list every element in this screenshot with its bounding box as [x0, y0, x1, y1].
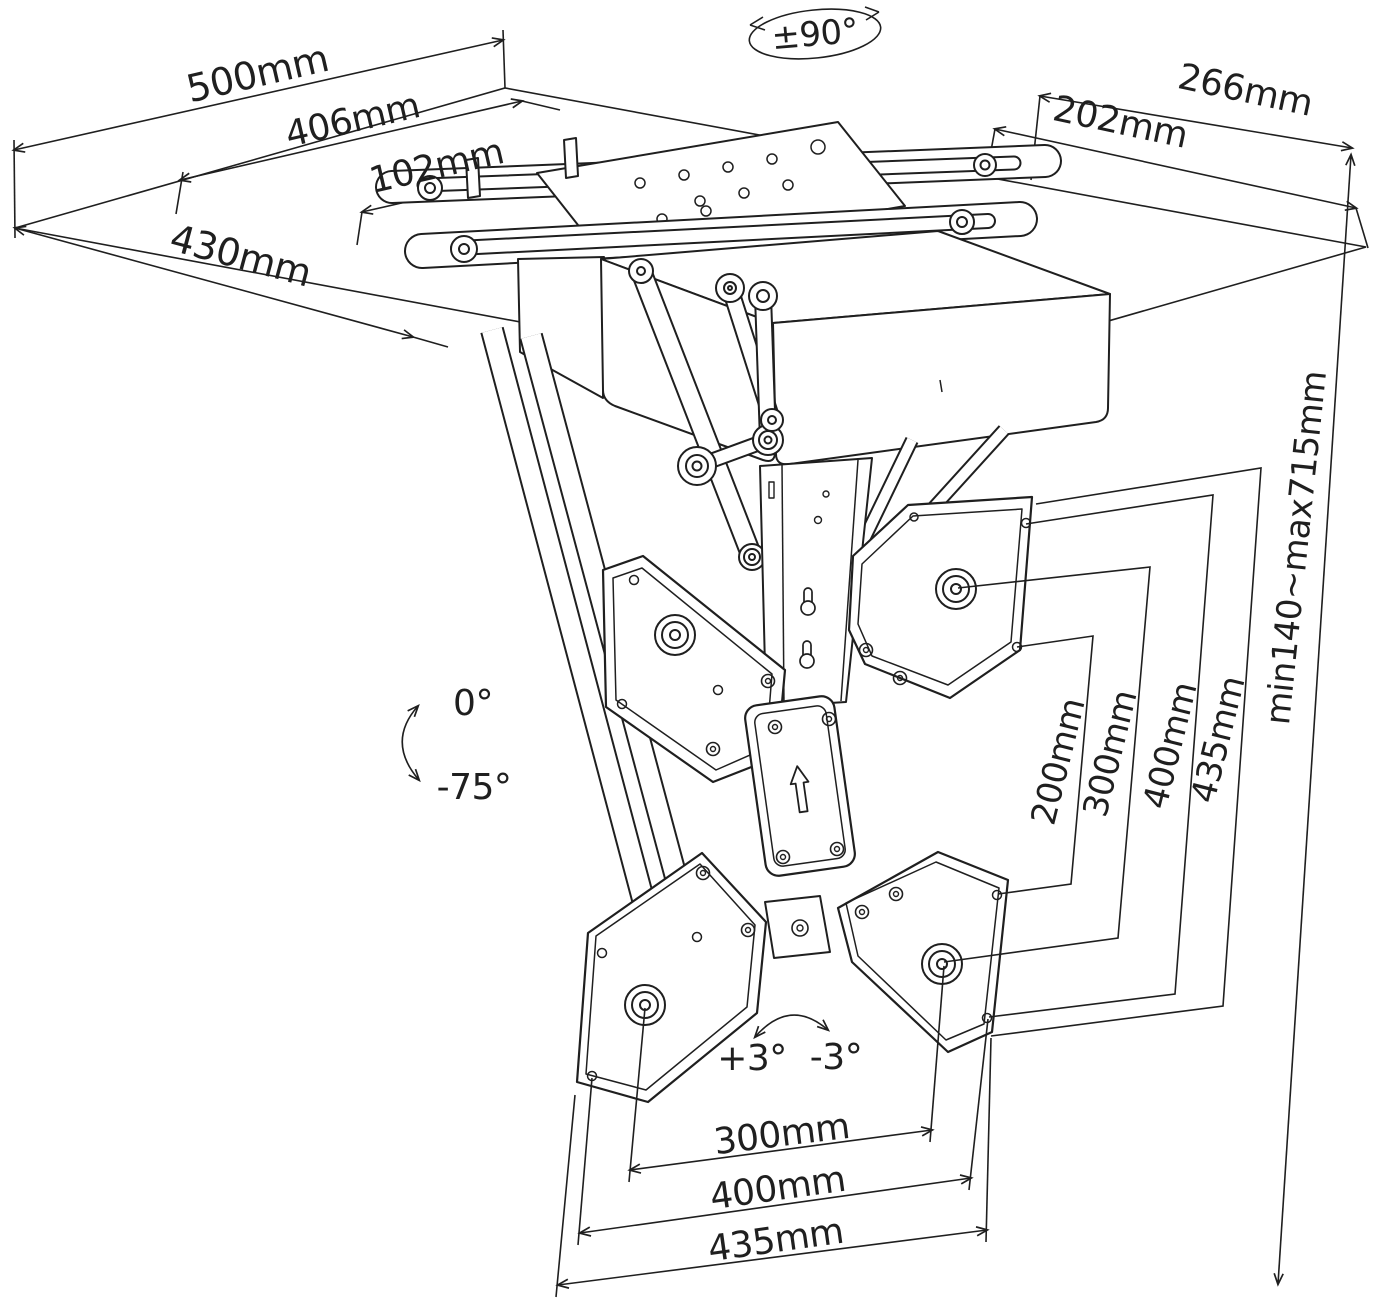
fold-angle-arc: [401, 703, 421, 783]
angle-label-fold-upper: 0°: [453, 683, 493, 724]
rail-400-vertical: [988, 494, 1214, 1018]
angle-label-tilt-back: -3°: [810, 1037, 862, 1078]
screw-icon: [973, 153, 997, 177]
witness-400-right: [968, 1018, 989, 1191]
witness-400-left: [577, 1077, 593, 1246]
dim-label-vesa-h435: 435mm: [705, 1211, 846, 1271]
motor-housing: [517, 230, 1111, 466]
plate-tab: [563, 137, 579, 179]
dim-line-406: [177, 98, 525, 183]
grommet-icon: [624, 984, 666, 1026]
tilt-bracket: [764, 895, 831, 959]
witness-102-left: [356, 211, 363, 246]
vesa-wing-sw: [575, 851, 768, 1104]
up-arrow-icon: [789, 765, 810, 814]
screw-icon: [450, 235, 478, 263]
witness-left: [13, 139, 16, 239]
witness-202-right: [1355, 207, 1369, 249]
dim-line-435-bottom: [555, 1226, 990, 1289]
swivel-ellipse: [748, 6, 882, 60]
witness-406-left: [175, 171, 184, 215]
angle-label-tilt-forward: +3°: [717, 1038, 787, 1079]
witness-430-right: [412, 336, 449, 348]
dim-label-vesa-h400: 400mm: [707, 1159, 848, 1219]
mount-assembly: [375, 121, 1111, 1104]
dim-label-height-range: min140~max715mm: [1258, 369, 1335, 726]
tilt-angle-arc: [753, 1014, 831, 1040]
witness-406-right: [521, 100, 561, 111]
vesa-wing-se: [836, 850, 1010, 1054]
dim-label-ceiling-depth: 430mm: [165, 216, 316, 296]
rail-435-vertical: [990, 467, 1262, 1037]
arrow-ccw-icon: [749, 16, 766, 31]
rail-200-vertical: [997, 635, 1094, 895]
grommet-icon: [935, 568, 977, 610]
angle-label-swivel: ±90°: [770, 11, 860, 58]
witness-300-right: [929, 965, 945, 1143]
arrow-cw-icon: [864, 6, 880, 21]
vesa-wing-ne: [847, 495, 1034, 700]
screw-icon: [949, 209, 975, 235]
grommet-icon: [654, 614, 696, 656]
dim-label-ceiling-width: 500mm: [182, 36, 332, 111]
angle-label-fold-lower: -75°: [437, 767, 512, 808]
keyhole-slot-icon: [799, 587, 816, 669]
dim-line-500: [11, 37, 506, 153]
dim-label-bar-span: 406mm: [282, 85, 424, 156]
dim-line-430: [12, 225, 416, 340]
dim-label-vesa-h300: 300mm: [712, 1106, 852, 1163]
ceiling-bar-front: [404, 201, 1038, 269]
witness-435-right: [985, 1037, 992, 1243]
dim-label-side-span: 202mm: [1049, 88, 1191, 156]
witness-435-left: [555, 1094, 576, 1298]
plate-tab: [465, 157, 481, 199]
telescoping-column: [759, 457, 873, 708]
rail-300-vertical: [943, 566, 1151, 963]
witness-500-right: [502, 29, 506, 89]
dim-line-height-range: [1273, 152, 1356, 1287]
overlay-dimensions: [401, 6, 1356, 1298]
dim-line-300-bottom: [627, 1126, 935, 1174]
dim-label-side-depth: 266mm: [1174, 56, 1316, 124]
vesa-center-plate: [744, 695, 856, 877]
dim-line-400-bottom: [577, 1174, 974, 1237]
screw-icon: [417, 175, 443, 201]
